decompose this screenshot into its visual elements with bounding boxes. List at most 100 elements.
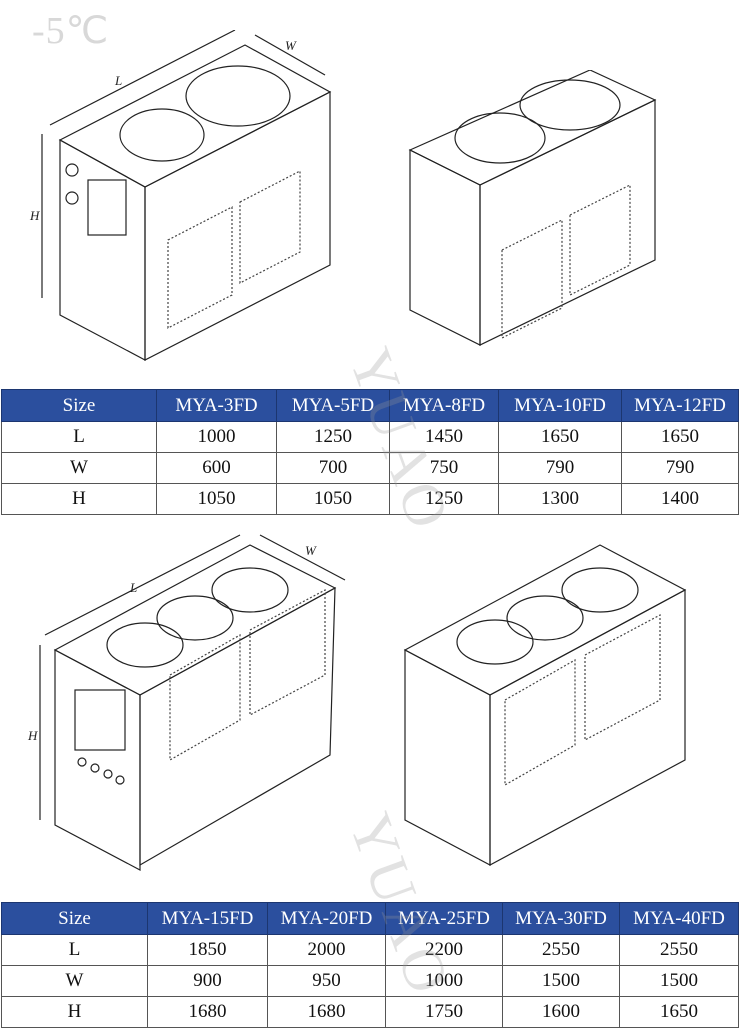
- chiller-drawing-large-dimensioned: H L W: [27, 534, 346, 871]
- front-face: [59, 138, 146, 361]
- table-cell: 1400: [621, 483, 739, 515]
- size-table-1: Size MYA-3FD MYA-5FD MYA-8FD MYA-10FD MY…: [1, 389, 739, 515]
- grille: [569, 184, 631, 296]
- header-cell: MYA-12FD: [621, 389, 739, 422]
- fan-opening: [106, 622, 184, 668]
- table-header-row: Size MYA-15FD MYA-20FD MYA-25FD MYA-30FD…: [1, 902, 739, 935]
- table-cell: 900: [147, 965, 268, 997]
- header-cell: Size: [1, 902, 148, 935]
- table-cell: 600: [156, 452, 277, 484]
- header-cell: MYA-25FD: [385, 902, 503, 935]
- table-cell: 790: [621, 452, 739, 484]
- grille: [167, 206, 233, 329]
- chiller-drawing-small: [408, 70, 657, 346]
- table-cell: 1680: [147, 996, 268, 1028]
- header-cell: MYA-20FD: [267, 902, 386, 935]
- table-cell: 750: [389, 452, 499, 484]
- table-cell: 1450: [389, 421, 499, 453]
- table-cell: 1650: [619, 996, 739, 1028]
- header-cell: MYA-30FD: [502, 902, 620, 935]
- table-cell: 1650: [498, 421, 622, 453]
- table-cell: 1600: [502, 996, 620, 1028]
- header-cell: MYA-10FD: [498, 389, 622, 422]
- table-cell: 2000: [267, 934, 386, 966]
- table-cell: 790: [498, 452, 622, 484]
- length-label: L: [114, 73, 122, 88]
- table-cell: 2550: [502, 934, 620, 966]
- control-panel: [74, 689, 126, 751]
- height-label: H: [27, 728, 38, 743]
- width-label: W: [285, 38, 297, 53]
- row-label: W: [1, 452, 157, 484]
- table-header-row: Size MYA-3FD MYA-5FD MYA-8FD MYA-10FD MY…: [1, 389, 739, 422]
- table-cell: 1850: [147, 934, 268, 966]
- table-cell: 1050: [276, 483, 390, 515]
- length-dimension-line: [49, 30, 236, 126]
- side-face: [489, 588, 686, 867]
- width-dimension-line: [254, 34, 326, 76]
- length-dimension-line: [44, 534, 241, 636]
- side-face: [139, 586, 336, 867]
- table-row: L 1000 1250 1450 1650 1650: [1, 421, 739, 453]
- fan-opening: [211, 567, 289, 613]
- fan-opening: [185, 65, 291, 127]
- table-cell: 2550: [619, 934, 739, 966]
- chiller-drawing-small-dimensioned: H L W: [29, 30, 332, 361]
- grille: [504, 658, 576, 787]
- control-panel: [87, 179, 127, 236]
- size-table-2: Size MYA-15FD MYA-20FD MYA-25FD MYA-30FD…: [1, 902, 739, 1028]
- width-dimension-line: [259, 534, 346, 581]
- side-face: [144, 91, 331, 361]
- table-cell: 1750: [385, 996, 503, 1028]
- fan-opening: [119, 108, 205, 162]
- row-label: W: [1, 965, 148, 997]
- table-cell: 950: [267, 965, 386, 997]
- table-row: W 900 950 1000 1500 1500: [1, 965, 739, 997]
- table-cell: 1500: [619, 965, 739, 997]
- temperature-label: -5℃: [32, 10, 110, 52]
- table-cell: 1250: [276, 421, 390, 453]
- table-row: H 1050 1050 1250 1300 1400: [1, 483, 739, 515]
- fan-opening: [561, 567, 639, 613]
- header-cell: MYA-40FD: [619, 902, 739, 935]
- fan-opening: [454, 112, 546, 164]
- grille: [501, 219, 563, 339]
- row-label: L: [1, 421, 157, 453]
- front-face: [54, 649, 141, 871]
- row-label: H: [1, 483, 157, 515]
- table-cell: 1250: [389, 483, 499, 515]
- header-cell: MYA-8FD: [389, 389, 499, 422]
- table-cell: 1300: [498, 483, 622, 515]
- fan-opening: [156, 595, 234, 641]
- top-face: [58, 44, 332, 188]
- grille: [169, 633, 241, 762]
- row-label: L: [1, 934, 148, 966]
- side-face: [479, 99, 656, 346]
- height-label: H: [29, 208, 40, 223]
- width-label: W: [305, 543, 317, 558]
- chiller-drawing-large: [403, 544, 687, 867]
- table-row: L 1850 2000 2200 2550 2550: [1, 934, 739, 966]
- header-cell: MYA-5FD: [276, 389, 390, 422]
- table-cell: 1680: [267, 996, 386, 1028]
- row-label: H: [1, 996, 148, 1028]
- grille: [584, 614, 661, 741]
- table-cell: 700: [276, 452, 390, 484]
- grille: [239, 170, 301, 284]
- fan-opening: [506, 595, 584, 641]
- table-row: W 600 700 750 790 790: [1, 452, 739, 484]
- fan-opening: [456, 619, 534, 665]
- table-cell: 2200: [385, 934, 503, 966]
- table-cell: 1000: [385, 965, 503, 997]
- table-cell: 1500: [502, 965, 620, 997]
- fan-opening: [519, 79, 621, 131]
- header-cell: MYA-3FD: [156, 389, 277, 422]
- table-cell: 1050: [156, 483, 277, 515]
- table-cell: 1000: [156, 421, 277, 453]
- table-cell: 1650: [621, 421, 739, 453]
- grille: [249, 589, 326, 716]
- header-cell: MYA-15FD: [147, 902, 268, 935]
- front-face: [409, 149, 481, 346]
- length-label: L: [129, 580, 137, 595]
